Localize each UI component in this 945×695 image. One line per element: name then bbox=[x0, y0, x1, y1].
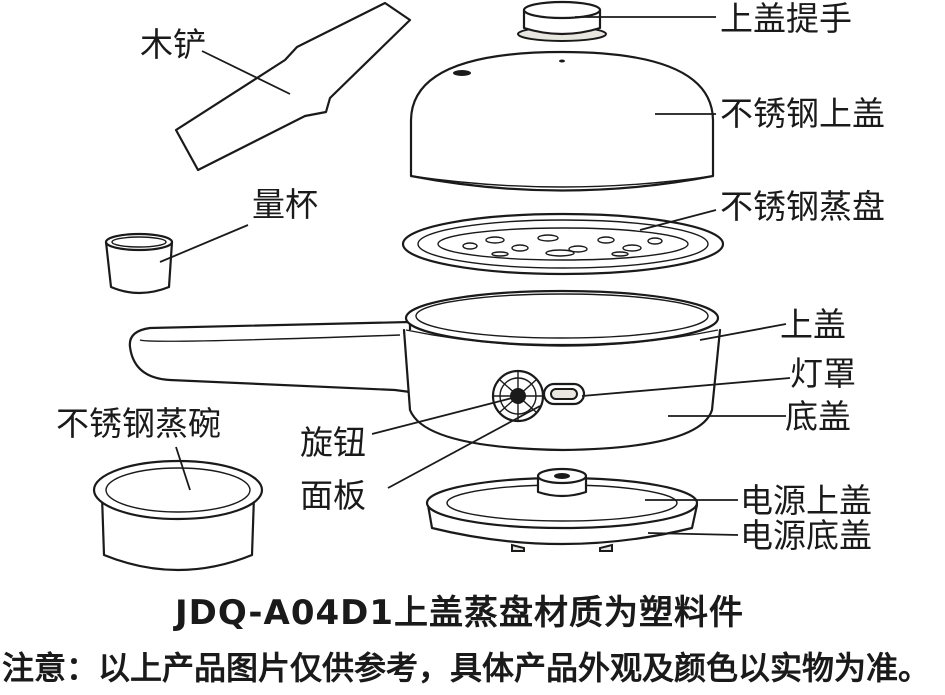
main-body bbox=[128, 289, 722, 452]
label-wooden-spatula: 木铲 bbox=[140, 25, 206, 64]
model-material-note: JDQ-A04D1上盖蒸盘材质为塑料件 bbox=[175, 593, 745, 633]
label-bottom-cover: 底盖 bbox=[785, 397, 851, 436]
steel-tray bbox=[401, 212, 725, 276]
label-lamp-cover: 灯罩 bbox=[790, 354, 856, 393]
steel-lid bbox=[409, 50, 715, 192]
label-power-bottom: 电源底盖 bbox=[740, 516, 872, 555]
label-power-top: 电源上盖 bbox=[740, 481, 872, 520]
label-top-cover: 上盖 bbox=[780, 305, 846, 344]
steel-bowl bbox=[92, 459, 264, 572]
disclaimer-note: 注意：以上产品图片仅供参考，具体产品外观及颜色以实物为准。 bbox=[2, 649, 931, 687]
label-panel: 面板 bbox=[300, 476, 366, 515]
lid-handle bbox=[517, 0, 607, 42]
label-measuring-cup: 量杯 bbox=[252, 185, 318, 224]
label-steel-lid: 不锈钢上盖 bbox=[720, 94, 885, 133]
label-steel-tray: 不锈钢蒸盘 bbox=[720, 187, 885, 226]
label-steel-bowl: 不锈钢蒸碗 bbox=[56, 404, 221, 443]
power-base bbox=[425, 467, 699, 552]
leader-lines bbox=[159, 16, 791, 536]
label-knob: 旋钮 bbox=[300, 423, 366, 462]
wooden-spatula bbox=[174, 1, 412, 172]
measuring-cup bbox=[104, 232, 174, 295]
label-lid-handle: 上盖提手 bbox=[720, 0, 852, 38]
